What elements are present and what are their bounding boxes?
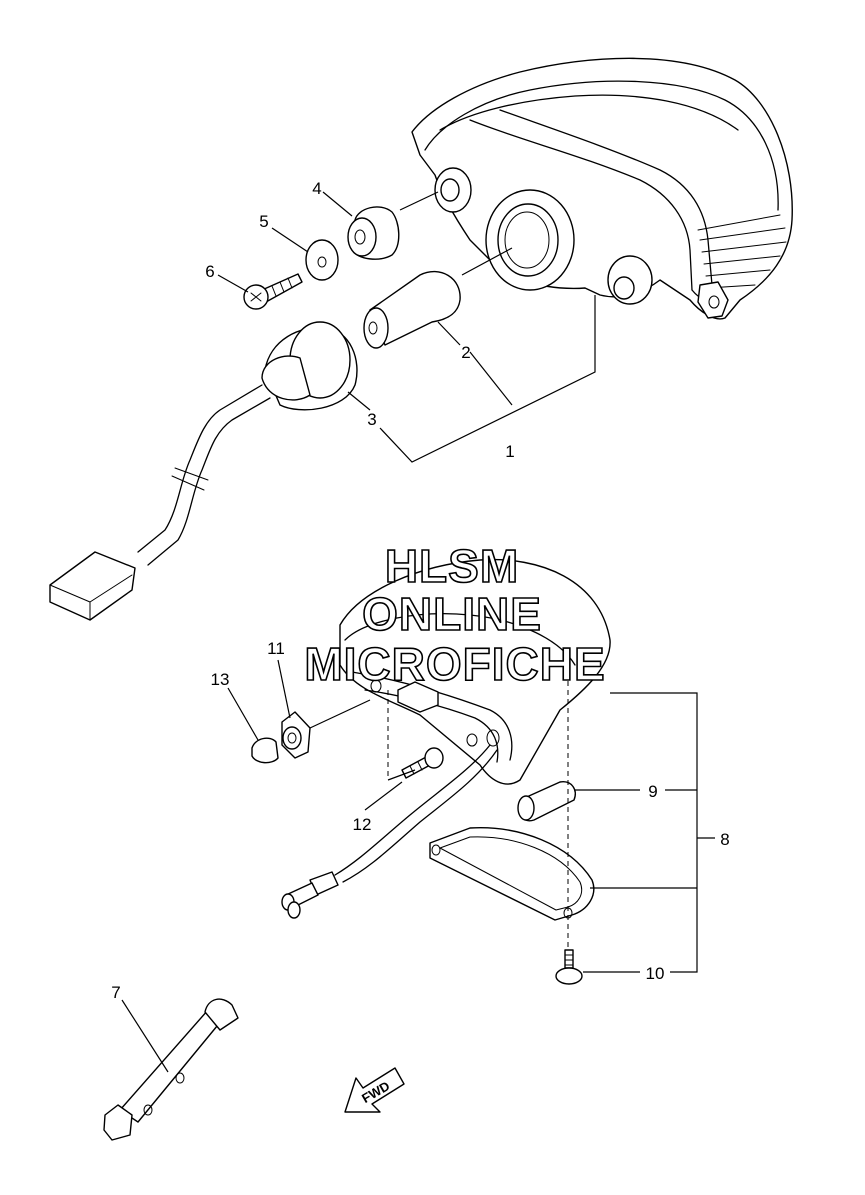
watermark-line-3: MICROFICHE [304,638,605,690]
lens-cover [429,827,595,921]
clip-part-11 [281,711,311,759]
watermark-line-1: HLSM [385,540,519,592]
callout-11: 11 [267,639,285,658]
callout-10: 10 [646,964,665,983]
tail-light-housing [411,57,793,320]
socket-part-3 [137,321,358,566]
callout-2: 2 [461,343,470,362]
callout-4: 4 [312,179,321,198]
screw-part-6 [243,273,303,310]
bracket-part-7 [103,998,239,1141]
callout-1: 1 [505,442,514,461]
callout-7: 7 [111,983,120,1002]
wire-connector [49,551,136,621]
callout-12: 12 [353,815,372,834]
screw-part-12 [401,747,444,779]
callout-8: 8 [720,830,729,849]
cap-part-13 [251,737,279,764]
callout-6: 6 [205,262,214,281]
forward-arrow-icon: FWD [344,1067,405,1113]
callout-13: 13 [211,670,230,689]
callout-3: 3 [367,410,376,429]
grommet-part-4 [347,206,400,260]
washer-part-5 [305,239,339,281]
bulb-part-9 [517,781,576,822]
callout-9: 9 [648,782,657,801]
callout-5: 5 [259,212,268,231]
wire-terminals [281,871,339,919]
screw-part-10 [555,949,583,985]
license-light-housing [334,558,611,883]
bulb-part-2 [363,270,461,349]
watermark-line-2: ONLINE [362,588,542,640]
